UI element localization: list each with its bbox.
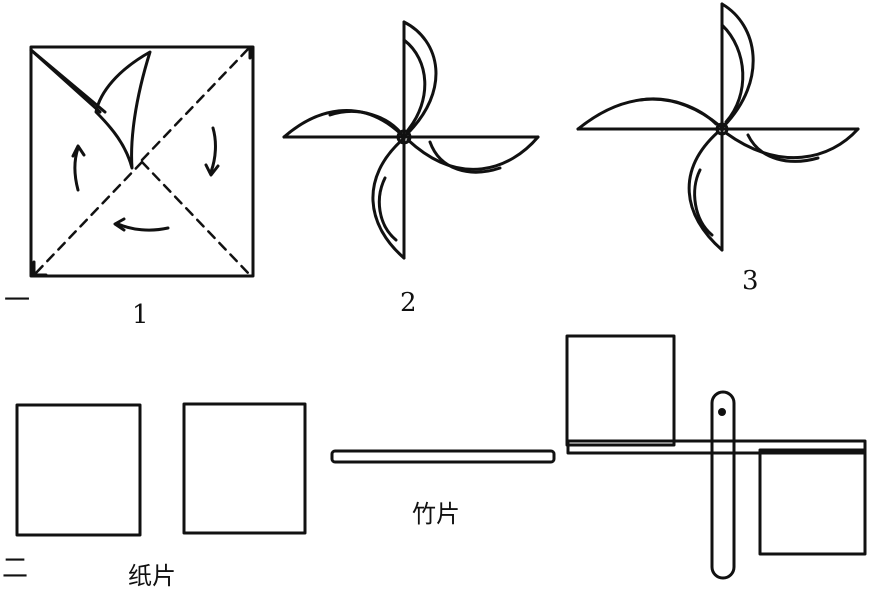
fig3-blade-top — [720, 2, 755, 128]
fig3-blade-right — [724, 127, 860, 160]
fig1-rotate-arrow-bottom-head — [113, 217, 126, 232]
assembled-paper-lower — [758, 448, 867, 556]
fig3-blade-left — [576, 97, 722, 131]
fig3-blade-bottom — [687, 130, 724, 252]
bamboo-strip-label: 竹片 — [412, 500, 460, 528]
paper-piece-label: 纸片 — [128, 562, 176, 590]
fig2-blade-top-inner — [402, 38, 427, 132]
fig2-pinwheel — [282, 20, 540, 260]
fig1-corner-arrow-bottom-left — [32, 260, 48, 277]
fig2-blade-left-inner — [328, 110, 402, 134]
fig1-folded-square — [29, 45, 255, 278]
section-one-marker: 一 — [4, 286, 31, 316]
fig2-blade-bottom — [371, 138, 406, 260]
fig1-rotate-arrow-right-head — [204, 163, 220, 177]
fig1-dashed-diagonal-lower-right — [140, 160, 252, 277]
fig1-dashed-diagonal-upper — [140, 45, 252, 162]
bamboo-strip — [330, 449, 556, 464]
fig2-center-pin — [396, 129, 412, 145]
fig1-dashed-diagonal-lower-left — [32, 160, 144, 277]
fig3-blade-left-inner — [638, 97, 718, 126]
fig1-folded-flap — [94, 50, 152, 170]
fig2-blade-right-inner — [428, 140, 502, 174]
fig1-corner-arrow-top-right — [236, 45, 252, 60]
fig1-square-outline — [29, 45, 255, 278]
fig1-rotate-arrow-left-head — [71, 144, 86, 158]
fig3-center-pin — [715, 122, 729, 136]
fig3-pinwheel — [576, 2, 860, 252]
assembled-handle-stick — [710, 390, 736, 580]
fig3-blade-right-inner — [746, 133, 820, 163]
paper-square-left — [15, 403, 142, 537]
fig1-label: 1 — [132, 300, 149, 330]
fig2-blade-top — [402, 20, 438, 137]
fig2-blade-right — [406, 135, 540, 171]
assembled-bamboo-strip — [566, 439, 867, 455]
paper-square-right — [182, 402, 307, 535]
assembled-pin-hole — [718, 408, 726, 416]
fig1-rotate-arrow-right — [209, 126, 217, 174]
assembled-paper-upper — [565, 334, 676, 447]
assembled-windmill — [565, 334, 867, 580]
section-two-marker: 二 — [2, 554, 29, 584]
fig1-fold-line-solid-upper — [29, 48, 107, 114]
fig3-blade-top-inner — [720, 23, 745, 124]
fig3-blade-bottom-inner — [693, 168, 714, 237]
fig2-label: 2 — [400, 288, 417, 318]
fig2-blade-bottom-inner — [377, 176, 398, 242]
fig3-label: 3 — [742, 266, 759, 296]
fig2-blade-left — [282, 109, 404, 139]
fig1-rotate-arrow-bottom — [116, 222, 170, 232]
